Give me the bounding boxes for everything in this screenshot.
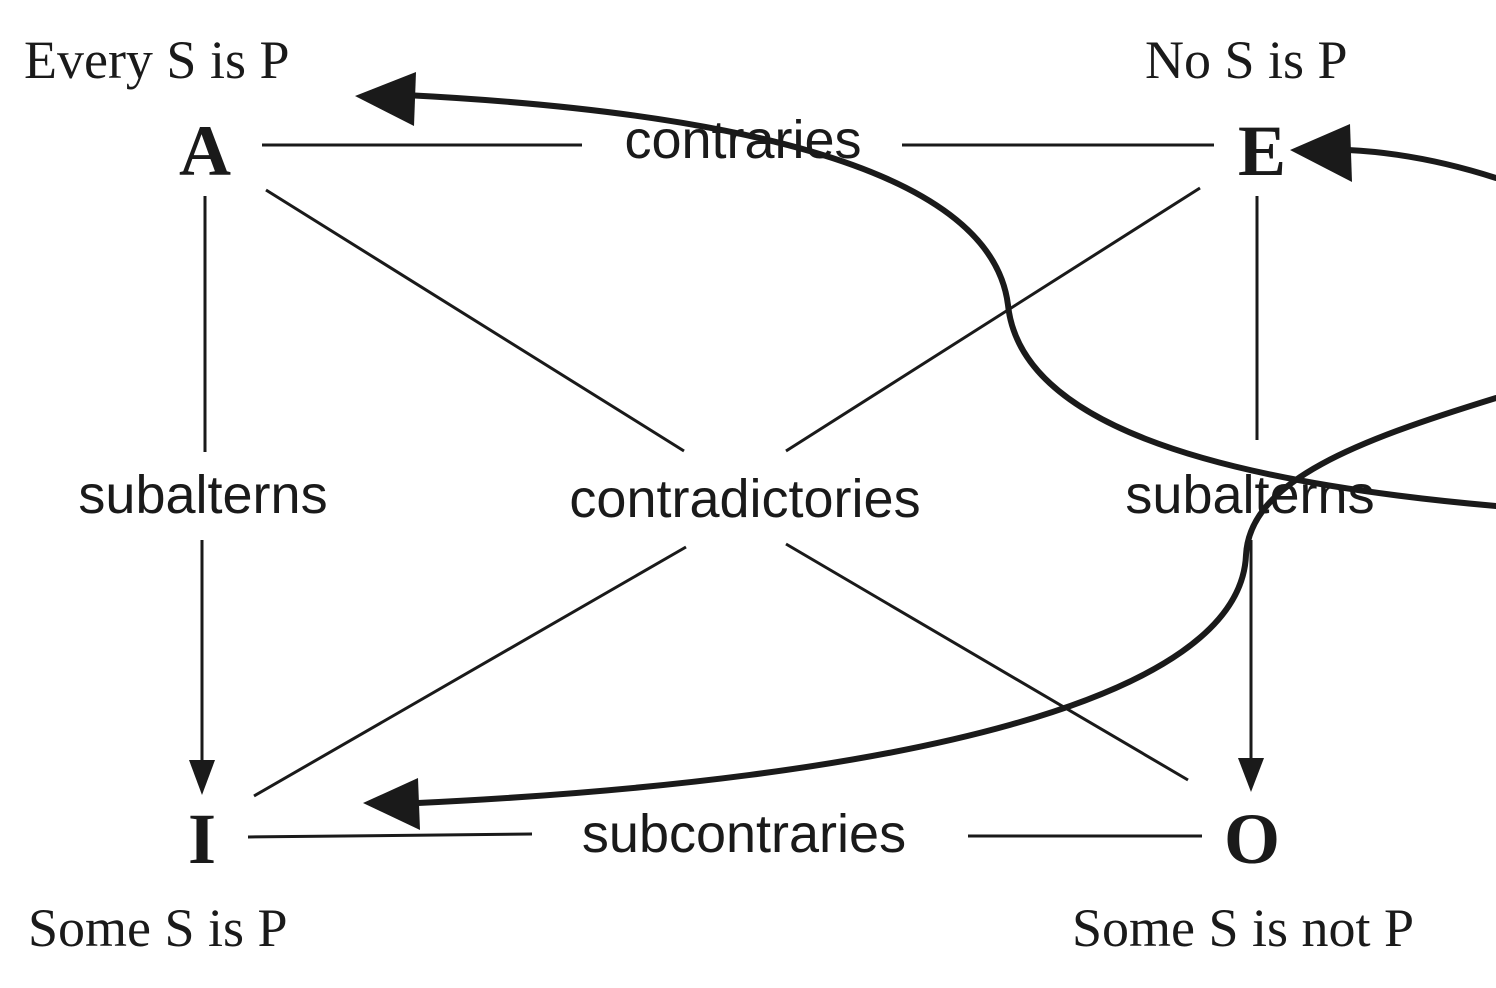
corner-letter-a: A (179, 111, 231, 191)
proposition-o-text: Some S is not P (1072, 898, 1414, 958)
diagonal-e-to-center (785, 186, 1201, 453)
subalterns-left-label: subalterns (78, 465, 327, 525)
proposition-i-text: Some S is P (28, 898, 288, 958)
curved-arrow-to-e (1345, 147, 1496, 181)
corner-letter-o: O (1224, 799, 1280, 879)
curved-arrow-to-e-head (1290, 124, 1352, 182)
diagonal-center-to-o (785, 542, 1189, 782)
subalterns-right-arrowhead (1238, 758, 1264, 792)
contradictories-label: contradictories (569, 469, 920, 529)
corner-letter-i: I (188, 799, 216, 879)
diagonal-a-to-center (265, 188, 685, 453)
curved-arrow-to-a (402, 92, 1496, 509)
subalterns-right-label: subalterns (1125, 465, 1374, 525)
diagonal-center-to-i (253, 545, 687, 798)
proposition-e-text: No S is P (1145, 30, 1348, 90)
curved-arrow-to-i-head (363, 778, 420, 830)
corner-letter-e: E (1238, 111, 1286, 191)
proposition-a-text: Every S is P (24, 30, 290, 90)
subcontraries-line-left (247, 832, 533, 839)
subcontraries-label: subcontraries (582, 804, 906, 864)
curved-arrow-to-a-head (355, 72, 416, 126)
curved-arrow-to-i (415, 395, 1496, 806)
subalterns-left-arrowhead (189, 760, 215, 795)
